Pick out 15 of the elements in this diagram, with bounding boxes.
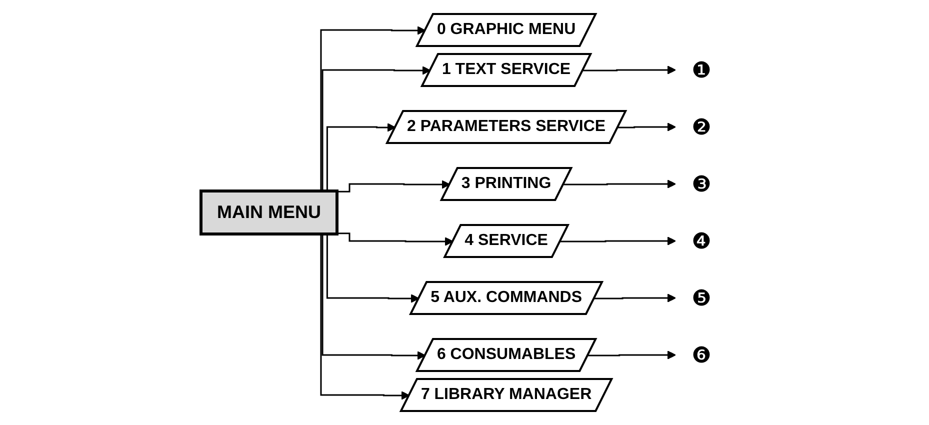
arrow	[560, 236, 676, 246]
arrow	[564, 180, 676, 188]
node-text: ❷	[692, 114, 712, 140]
arrow	[337, 232, 454, 246]
arrow	[618, 122, 676, 132]
arrow	[337, 180, 451, 192]
node-text: ❶	[692, 58, 712, 82]
arrow	[583, 66, 676, 74]
arrow	[594, 294, 676, 302]
node-text: ❸	[692, 172, 712, 196]
node-text: ❻	[692, 342, 712, 368]
node-box: MAIN MENU	[200, 190, 339, 236]
arrow	[588, 350, 676, 360]
node-text: ❺	[692, 286, 712, 310]
node-text: ❹	[692, 228, 712, 254]
